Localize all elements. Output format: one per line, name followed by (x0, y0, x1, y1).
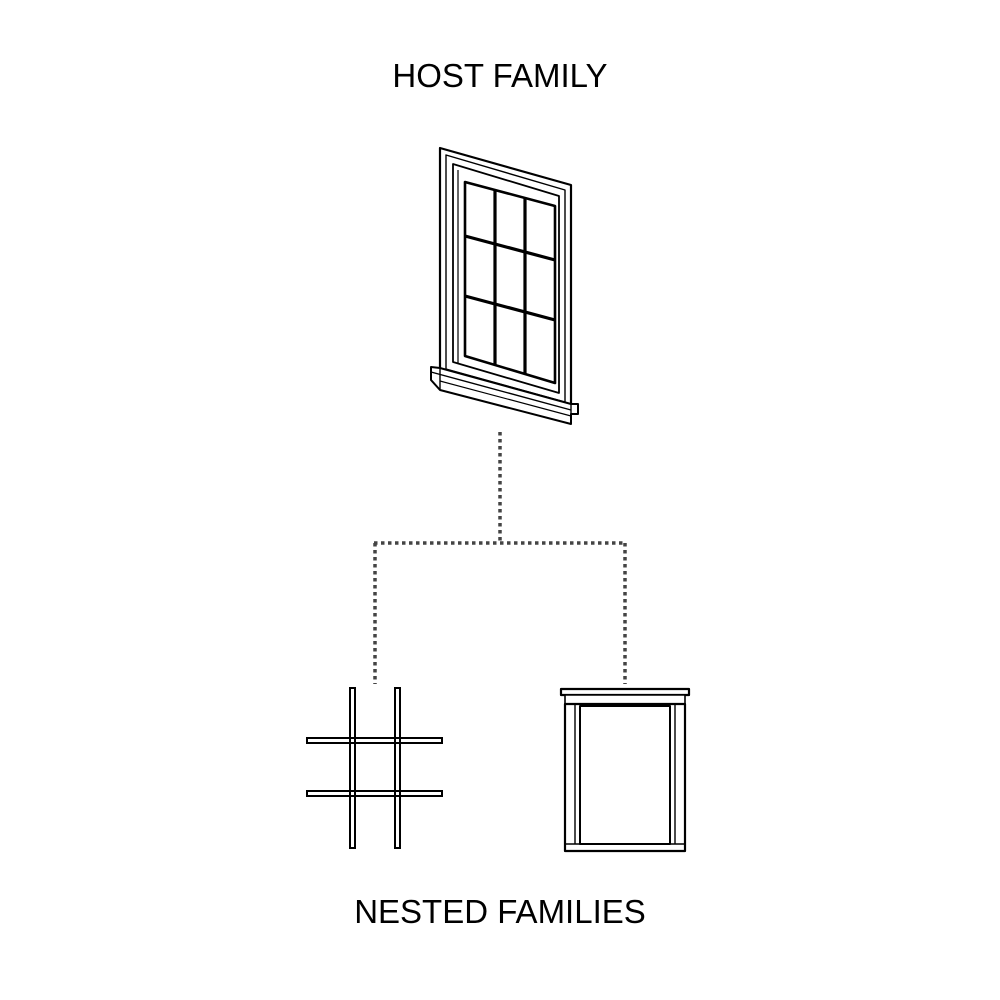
connector-lines (373, 432, 627, 684)
window-icon (430, 146, 579, 425)
window-frame-icon (559, 687, 691, 853)
host-family-label: HOST FAMILY (392, 57, 608, 94)
nested-families-label: NESTED FAMILIES (354, 893, 646, 930)
grille-muntins-icon (306, 687, 443, 849)
